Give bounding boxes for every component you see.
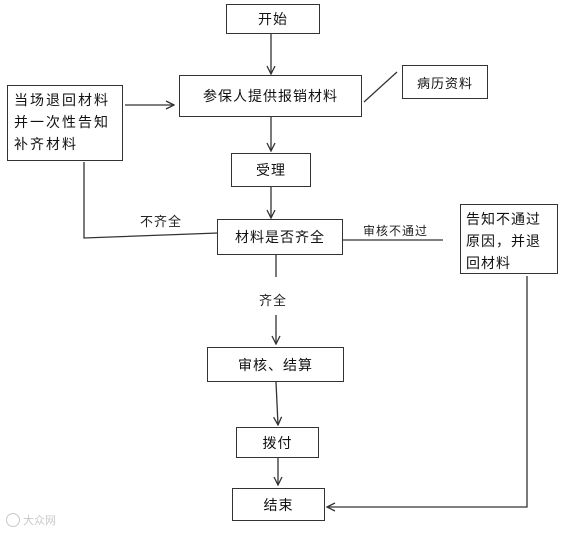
node-end: 结束 <box>232 488 325 521</box>
link-submit-to-medical-record <box>363 71 398 103</box>
node-medical-record: 病历资料 <box>402 65 488 99</box>
node-notify-reject: 告知不通过 原因，并退 回材料 <box>460 204 558 274</box>
node-return-materials: 当场退回材料 并一次性告知 补齐材料 <box>7 85 123 161</box>
node-payout: 拨付 <box>236 427 319 458</box>
watermark-logo-icon <box>6 513 20 527</box>
arrow-audit-to-payout <box>276 381 278 425</box>
edge-label-incomplete: 不齐全 <box>140 215 183 230</box>
arrow-notify-to-end <box>327 276 528 507</box>
watermark: 大众网 <box>6 512 56 528</box>
node-submit-materials: 参保人提供报销材料 <box>179 75 362 117</box>
edge-label-audit-fail: 审核不通过 <box>363 224 429 238</box>
node-audit-settle: 审核、结算 <box>207 347 344 382</box>
line-check-to-return <box>83 162 219 239</box>
node-accept: 受理 <box>231 153 311 187</box>
node-check-complete: 材料是否齐全 <box>217 219 343 255</box>
edge-label-complete: 齐全 <box>259 294 288 309</box>
node-start: 开始 <box>226 4 320 34</box>
